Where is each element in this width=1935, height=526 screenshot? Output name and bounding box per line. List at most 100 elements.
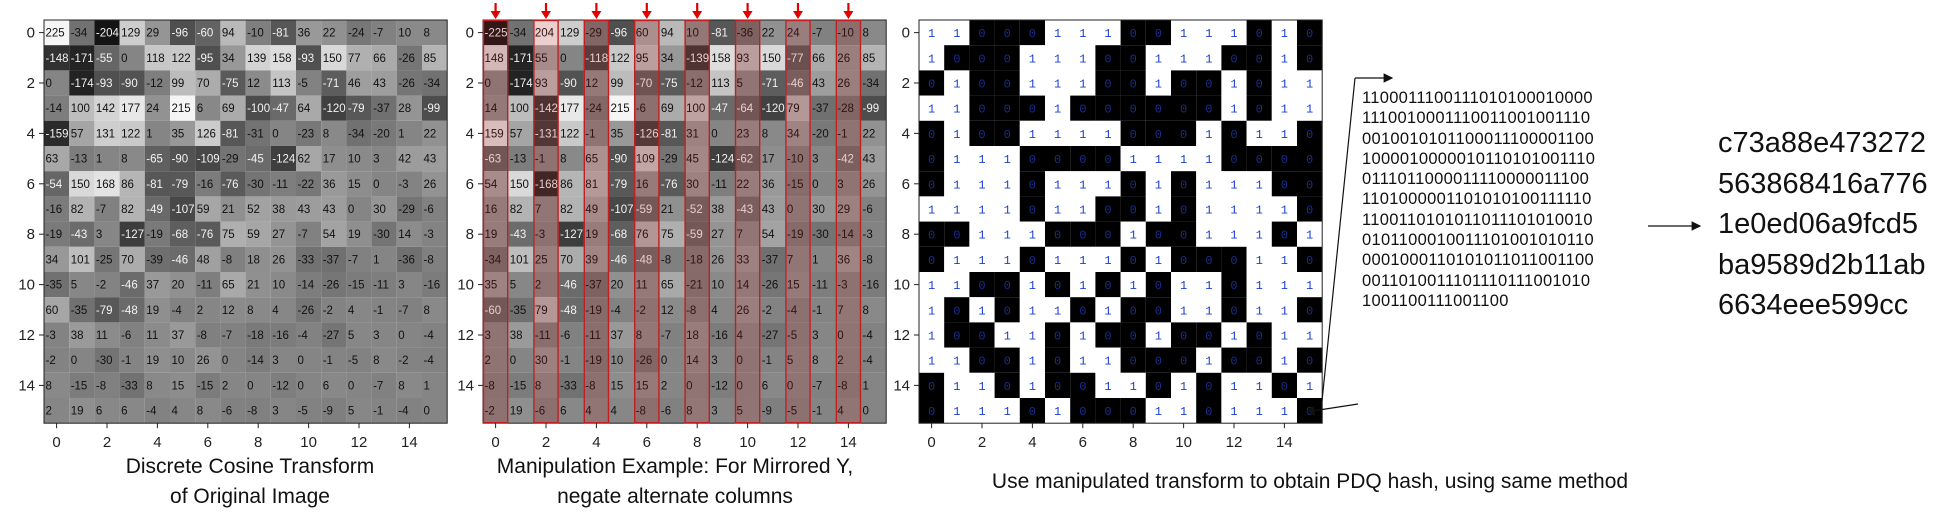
dct-value-label: -7 (298, 229, 308, 241)
manip-value-label: 19 (485, 229, 498, 241)
dct-value-label: 1 (424, 380, 430, 392)
dct-value-label: -90 (172, 154, 189, 166)
dct-value-label: 34 (46, 254, 59, 266)
manip-cell (835, 297, 861, 323)
hash-bit-line: 0101100010011101001010110 (1362, 231, 1595, 250)
dct-value-label: -36 (398, 254, 415, 266)
dct-cell (245, 20, 271, 46)
dct-value-label: 52 (247, 204, 260, 216)
manip-cell (609, 70, 635, 96)
manip-cell (483, 20, 509, 46)
dct-cell (422, 398, 448, 424)
manip-cell (634, 347, 660, 373)
manip-value-label: -36 (737, 28, 754, 40)
manip-value-label: 5 (787, 355, 793, 367)
manip-cell (835, 45, 861, 71)
manip-value-label: 81 (585, 179, 598, 191)
manip-value-label: -7 (812, 28, 822, 40)
manip-value-label: 4 (711, 305, 718, 317)
dct-value-label: -5 (298, 78, 308, 90)
hash-bit-label: 0 (928, 380, 935, 394)
dct-value-label: -2 (96, 280, 106, 292)
dct-value-label: -68 (172, 229, 189, 241)
manip-value-label: 14 (737, 280, 750, 292)
hash-bit-label: 1 (928, 103, 935, 117)
dct-cell (119, 120, 145, 146)
dct-cell (296, 398, 322, 424)
dct-cell (195, 95, 221, 121)
hash-bit-label: 0 (1130, 103, 1137, 117)
hash-bit-label: 1 (1205, 27, 1212, 41)
dct-cell (346, 347, 372, 373)
hash-bit-label: 0 (1180, 330, 1187, 344)
dct-cell (44, 347, 70, 373)
dct-cell (296, 297, 322, 323)
hash-bit-label: 1 (1130, 380, 1137, 394)
dct-cell (94, 322, 120, 348)
manip-cell (735, 322, 761, 348)
hash-bit-label: 0 (1130, 128, 1137, 142)
dct-value-label: -96 (172, 28, 189, 40)
manip-cell (634, 246, 660, 272)
manip-value-label: 26 (711, 254, 724, 266)
dct-cell (296, 196, 322, 222)
dct-value-label: -16 (197, 179, 214, 191)
manip-value-label: 122 (560, 128, 579, 140)
manip-cell (583, 20, 609, 46)
dct-cell (119, 372, 145, 398)
manip-cell (609, 146, 635, 172)
dct-cell (371, 246, 397, 272)
dct-x-tick-label: 14 (401, 434, 418, 451)
dct-value-label: -127 (121, 229, 144, 241)
manip-cell (684, 196, 710, 222)
dct-value-label: 36 (323, 179, 336, 191)
manip-cell (533, 272, 559, 298)
manip-value-label: -142 (535, 103, 558, 115)
manip-cell (785, 70, 811, 96)
dct-value-label: 3 (398, 280, 404, 292)
manip-value-label: 3 (812, 154, 818, 166)
red-arrow-head (641, 11, 652, 19)
manip-cell (558, 196, 584, 222)
dct-cell (321, 221, 347, 247)
manip-value-label: 93 (535, 78, 548, 90)
dct-cell (270, 272, 296, 298)
hash-bit-label: 1 (1180, 153, 1187, 167)
hash-bit-label: 0 (1130, 52, 1137, 66)
dct-cell (195, 196, 221, 222)
dct-cell (270, 322, 296, 348)
manip-cell (810, 347, 836, 373)
dct-cell (422, 372, 448, 398)
manip-cell (583, 120, 609, 146)
manip-value-label: 158 (711, 53, 730, 65)
dct-x-tick-label: 0 (52, 434, 60, 451)
dct-value-label: 12 (247, 78, 260, 90)
dct-value-label: -29 (222, 154, 239, 166)
manip-value-label: -8 (636, 406, 646, 418)
dct-cell (69, 120, 95, 146)
hash-bit-label: 0 (1306, 304, 1313, 318)
dct-value-label: -90 (121, 78, 138, 90)
manip-cell (735, 196, 761, 222)
hash-bit-label: 0 (1054, 153, 1061, 167)
hash-caption: Use manipulated transform to obtain PDQ … (991, 470, 1629, 493)
manip-value-label: 26 (837, 78, 850, 90)
hash-bit-label: 1 (1205, 153, 1212, 167)
hash-y-tick-label: 6 (902, 176, 910, 193)
dct-cell (296, 372, 322, 398)
dct-value-label: -65 (146, 154, 163, 166)
hash-bit-label: 0 (953, 304, 960, 318)
dct-cell (270, 246, 296, 272)
manip-cell (634, 95, 660, 121)
hash-bit-label: 0 (1155, 128, 1162, 142)
dct-cell (44, 95, 70, 121)
hash-bit-label: 1 (1256, 279, 1263, 293)
dct-cell (170, 120, 196, 146)
dct-cell (94, 297, 120, 323)
hash-bit-label: 1 (1306, 330, 1313, 344)
manip-cell (810, 372, 836, 398)
manip-cell (558, 297, 584, 323)
dct-value-label: 0 (247, 380, 253, 392)
hash-bit-label: 0 (1155, 27, 1162, 41)
